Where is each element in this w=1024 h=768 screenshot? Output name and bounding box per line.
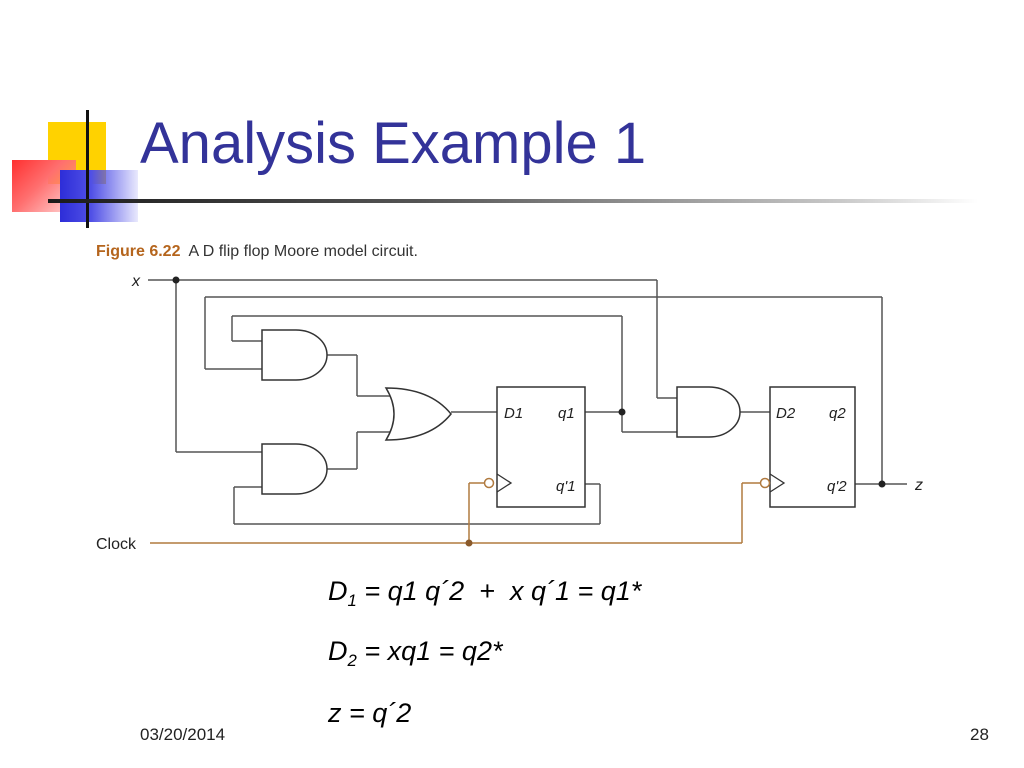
figure-caption-text: A D flip flop Moore model circuit. bbox=[188, 243, 418, 260]
eq3-expr: q´2 bbox=[372, 698, 412, 728]
d-flip-flop-1 bbox=[496, 386, 586, 508]
label-input-x: x bbox=[131, 273, 141, 290]
junction-q1 bbox=[618, 408, 626, 416]
d-flip-flop-2 bbox=[769, 386, 856, 508]
slide-page-number: 28 bbox=[970, 725, 989, 744]
and-gate-1 bbox=[261, 329, 328, 381]
title-underline bbox=[48, 199, 978, 203]
figure-number: Figure 6.22 bbox=[96, 243, 181, 260]
junction-x bbox=[172, 276, 180, 284]
eq2-rhs: q2* bbox=[461, 636, 503, 666]
ff2-clock-bubble bbox=[759, 477, 771, 489]
equation-d1: D1 = q1 q´2 + x q´1 = q1* bbox=[328, 576, 642, 610]
and-gate-2 bbox=[261, 443, 328, 495]
label-clock: Clock bbox=[96, 536, 137, 553]
eq1-term-1: q1 q´2 bbox=[387, 576, 465, 606]
equation-d2: D2 = xq1 = q2* bbox=[328, 636, 503, 670]
eq2-expr: xq1 bbox=[387, 636, 432, 666]
label-ff2-qbar: q'2 bbox=[827, 478, 847, 495]
decor-blue-square bbox=[60, 170, 138, 222]
ff1-clock-triangle bbox=[496, 473, 513, 493]
label-ff1-q: q1 bbox=[558, 405, 575, 422]
junction-clock bbox=[465, 539, 473, 547]
label-ff2-d: D2 bbox=[776, 405, 796, 422]
figure-caption: Figure 6.22 A D flip flop Moore model cir… bbox=[96, 243, 418, 261]
and-gate-3 bbox=[676, 386, 741, 438]
equation-z: z = q´2 bbox=[328, 698, 412, 728]
label-ff1-qbar: q'1 bbox=[556, 478, 576, 495]
ff2-clock-triangle bbox=[769, 473, 786, 493]
label-ff2-q: q2 bbox=[829, 405, 846, 422]
eq1-term-2: x q´1 bbox=[509, 576, 570, 606]
slide-date: 03/20/2014 bbox=[140, 725, 226, 744]
decor-vertical-rule bbox=[86, 110, 89, 228]
eq1-rhs: q1* bbox=[600, 576, 642, 606]
label-output-z: z bbox=[914, 477, 923, 494]
label-ff1-d: D1 bbox=[504, 405, 523, 422]
or-gate bbox=[384, 387, 452, 441]
junction-z bbox=[878, 480, 886, 488]
slide-title: Analysis Example 1 bbox=[140, 111, 647, 176]
ff1-clock-bubble bbox=[483, 477, 495, 489]
